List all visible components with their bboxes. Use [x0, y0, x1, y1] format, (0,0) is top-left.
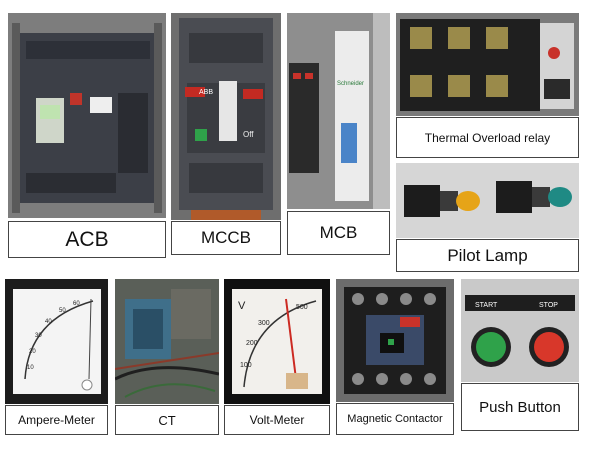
mcb-label: MCB [287, 211, 390, 255]
amp-tick-40: 40 [45, 319, 52, 325]
pilot-lamp-photo [396, 163, 579, 238]
ampere-meter-label: Ampere-Meter [5, 405, 108, 435]
volt-tick-500: 500 [296, 304, 308, 311]
pilot-lamp-amber-lens [456, 191, 480, 211]
amp-tick-50: 50 [59, 308, 66, 314]
thermal-overload-relay-label: Thermal Overload relay [396, 117, 579, 158]
mccb-off-text: Off [243, 130, 254, 139]
amp-tick-60: 60 [73, 301, 80, 307]
volt-meter-photo: V 100 200 300 500 [224, 279, 330, 404]
mccb-label: MCCB [171, 221, 281, 255]
mcb-brand-text: Schneider [337, 81, 364, 87]
amp-tick-20: 20 [29, 349, 36, 355]
push-stop-text: STOP [539, 302, 558, 309]
push-button-photo: START STOP [461, 279, 579, 382]
volt-unit-text: V [238, 300, 246, 312]
pilot-lamp-label: Pilot Lamp [396, 239, 579, 272]
volt-tick-200: 200 [246, 340, 258, 347]
acb-photo [8, 13, 166, 218]
thermal-overload-relay-photo [396, 13, 579, 116]
push-start-text: START [475, 302, 498, 309]
push-start-green-cap [476, 332, 506, 362]
volt-meter-label: Volt-Meter [224, 405, 330, 435]
magnetic-contactor-label: Magnetic Contactor [336, 403, 454, 435]
volt-tick-300: 300 [258, 320, 270, 327]
mcb-photo: Schneider [287, 13, 390, 209]
volt-needle [285, 298, 297, 380]
ct-photo [115, 279, 219, 404]
pilot-lamp-green-lens [548, 187, 572, 207]
magnetic-contactor-photo [336, 279, 454, 402]
amp-tick-30: 30 [35, 333, 42, 339]
ampere-meter-photo: 10 20 30 40 50 60 [5, 279, 108, 404]
amp-tick-10: 10 [27, 365, 34, 371]
push-button-label: Push Button [461, 383, 579, 431]
mccb-brand-text: ABB [199, 89, 213, 96]
volt-tick-100: 100 [240, 362, 252, 369]
acb-label: ACB [8, 221, 166, 258]
push-stop-red-cap [534, 332, 564, 362]
ct-label: CT [115, 405, 219, 435]
mccb-photo: ABB Off [171, 13, 281, 220]
